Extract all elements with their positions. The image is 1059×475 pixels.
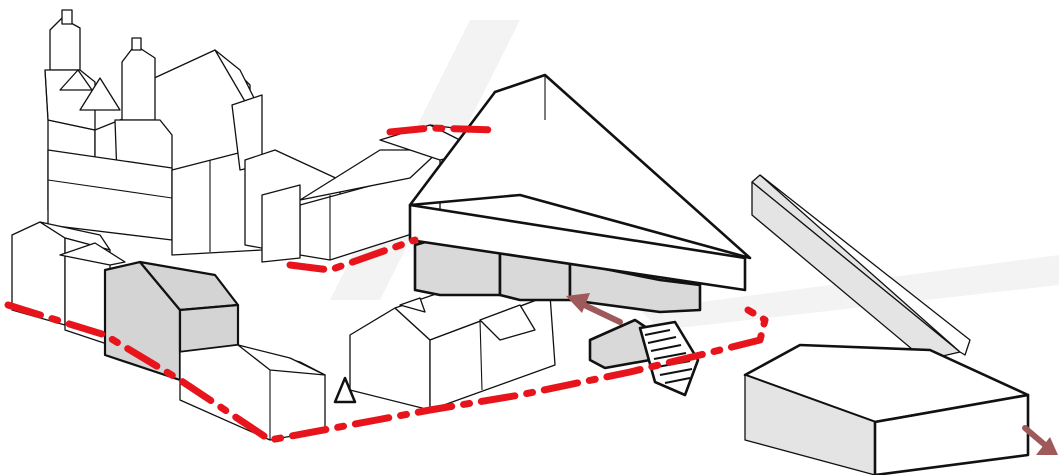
down-right-arrow (1025, 428, 1058, 455)
church-complex (45, 10, 262, 255)
right-block (745, 345, 1028, 475)
right-shard (752, 175, 970, 360)
route-path-top (390, 128, 495, 132)
